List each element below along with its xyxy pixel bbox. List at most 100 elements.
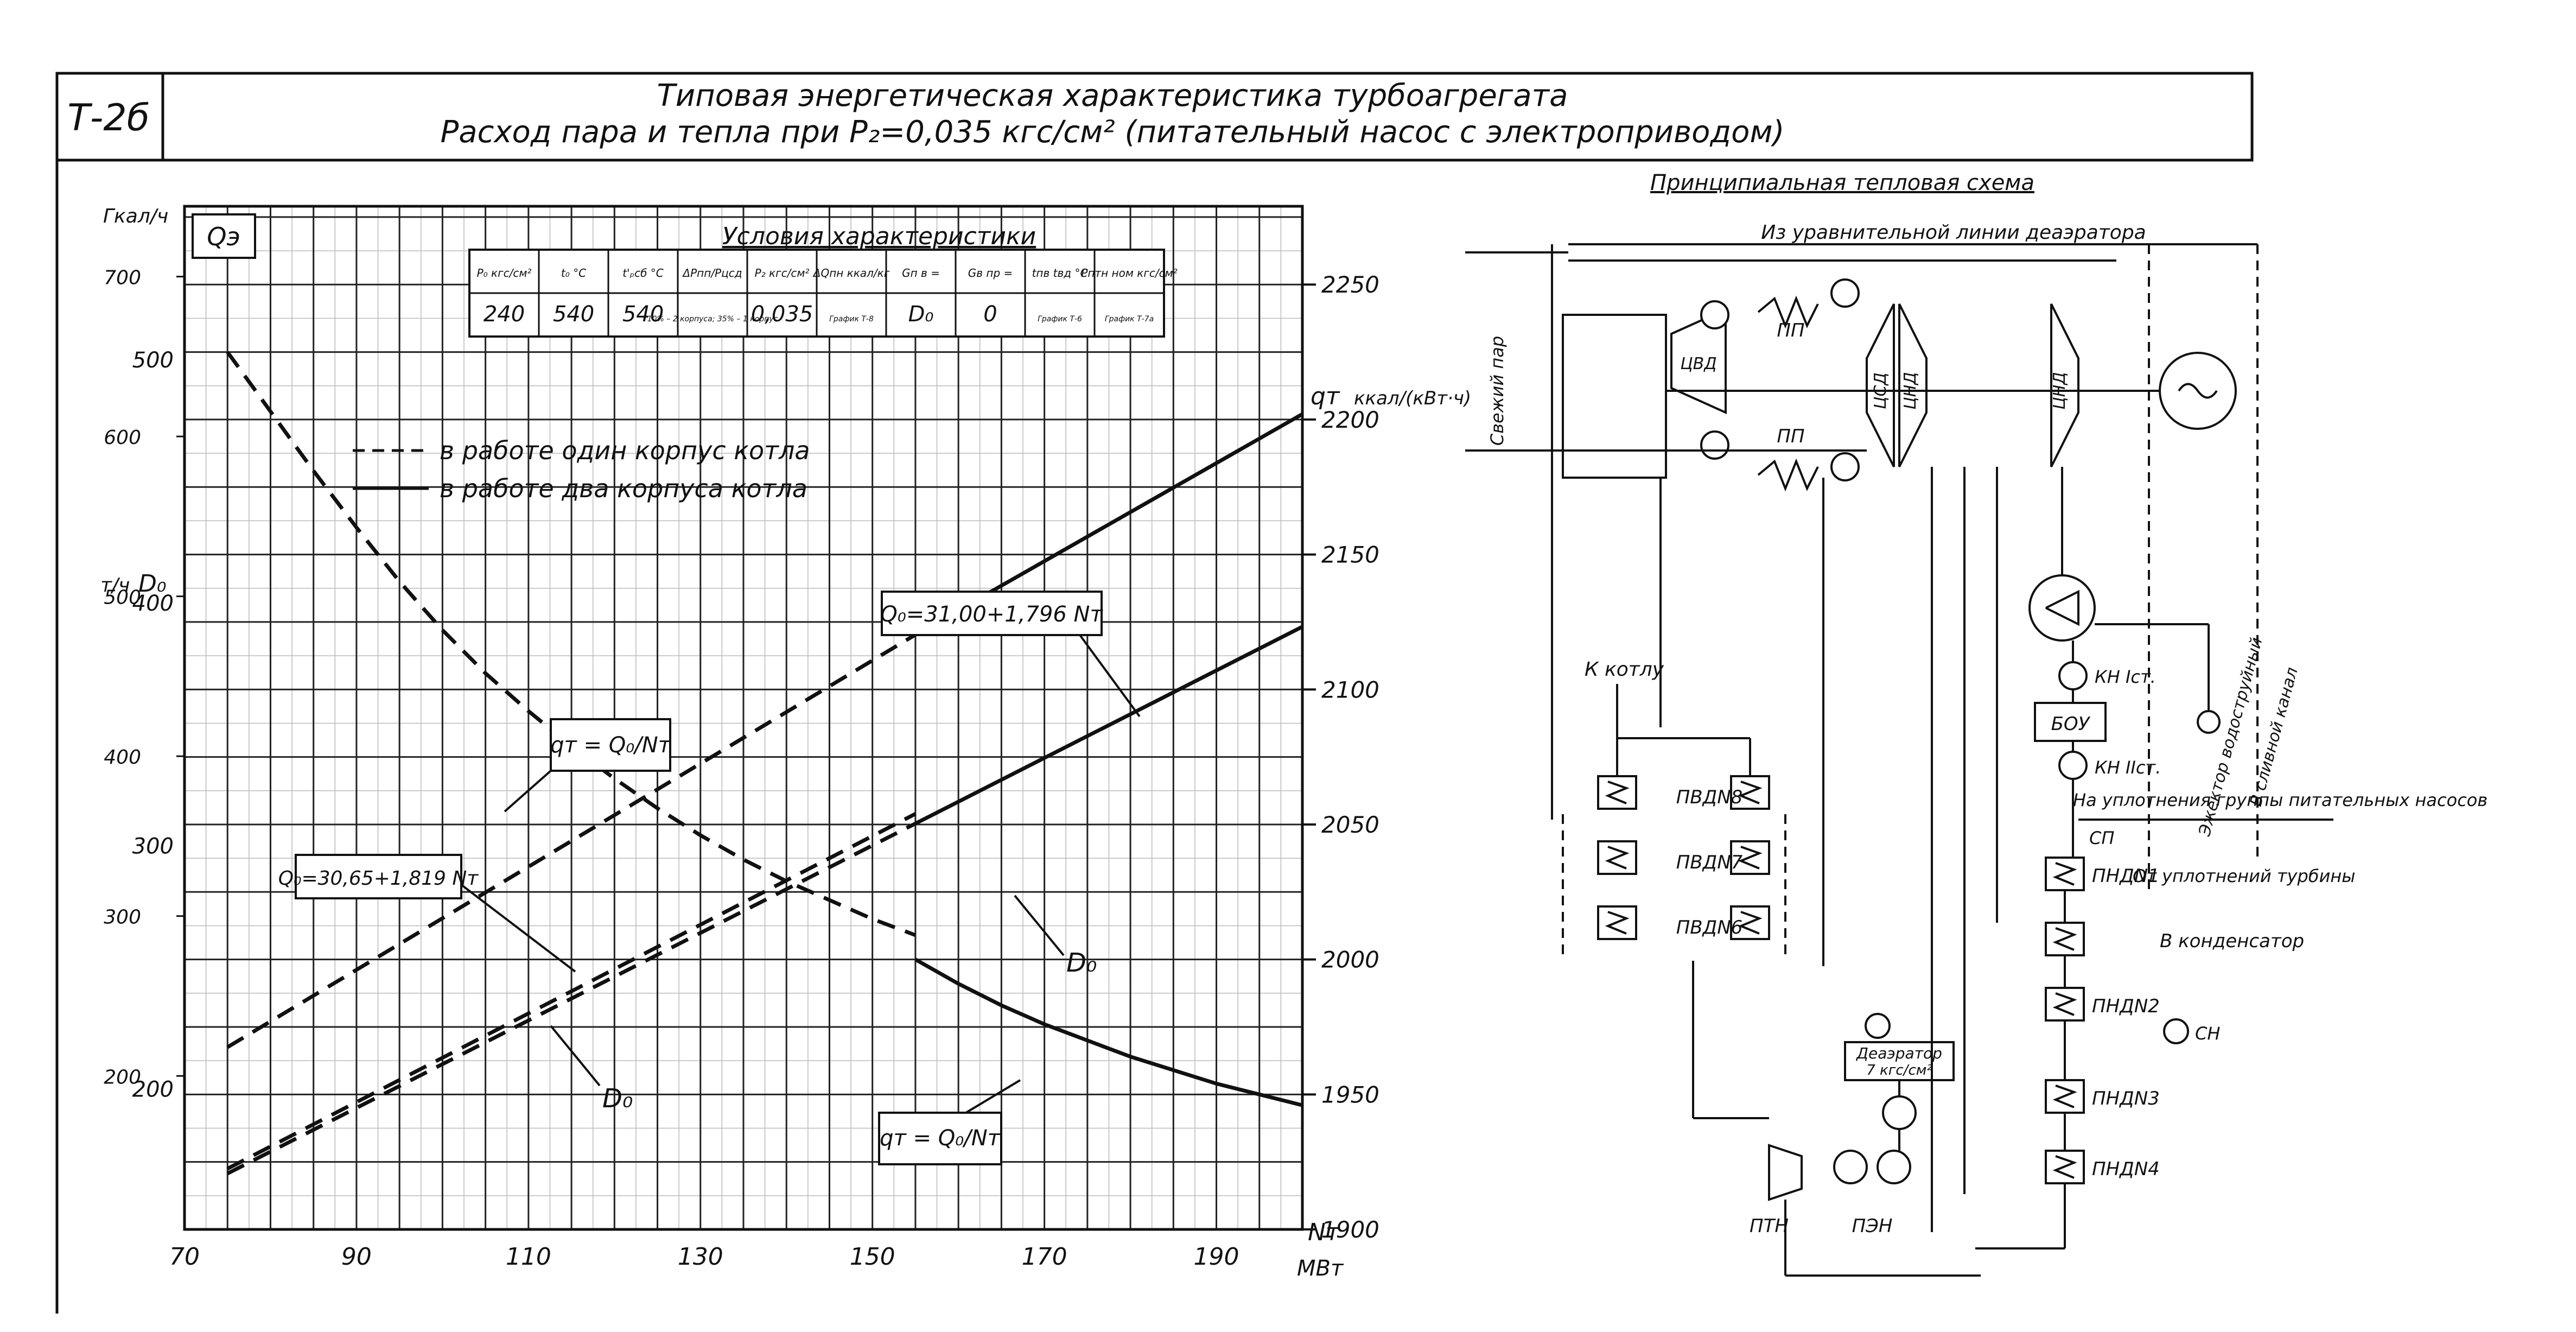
sp-label: СП — [2089, 828, 2114, 848]
conditions-value-cell: 240 — [484, 302, 525, 327]
q-eq-upper: Q₀=31,00+1,796 Nт — [880, 602, 1103, 627]
kn2-label: КН IIст. — [2095, 757, 2161, 778]
right-axis-unit: ккал/(кВт·ч) — [1354, 388, 1471, 409]
lp-heater-1 — [2045, 857, 2085, 891]
q-formula-top: qт = Q₀/Nт — [550, 733, 672, 758]
q-tick-label: 2250 — [1321, 271, 1379, 298]
legend-solid-label: в работе два корпуса котла — [440, 474, 807, 503]
sn-label: СН — [2195, 1023, 2220, 1044]
q-tick-label: 2100 — [1321, 676, 1379, 703]
q-formula-bottom-box — [878, 1112, 1002, 1165]
pvd6-label: ПВДN6 — [1676, 917, 1743, 938]
bou-box — [2034, 702, 2107, 742]
sheet-code: Т-2б — [67, 97, 149, 139]
left-unit-D: т/ч — [100, 574, 130, 597]
deaerator-pressure-label: 7 кгс/см² — [1866, 1062, 1932, 1079]
ejector-symbol — [2197, 710, 2221, 734]
conditions-header-cell: ΔPпп/Pцсд — [682, 267, 742, 280]
reheater-top-label: ПП — [1777, 320, 1804, 341]
qe-box — [192, 213, 256, 259]
plot-frame — [183, 205, 1304, 1231]
stop-valve-1 — [1700, 300, 1729, 329]
lp-heater-1-coil — [2052, 862, 2077, 886]
hp-heater-8-left-coil — [1605, 781, 1630, 804]
right-axis-label: qт — [1311, 383, 1340, 410]
series-line-Q — [226, 822, 917, 1176]
to-boiler-label: К котлу — [1585, 658, 1664, 681]
hp-heater-7-right-coil — [1738, 846, 1763, 870]
thermal-scheme: Принципиальная тепловая схема Из уравнит… — [1465, 170, 2488, 1277]
drain-label: В сливной канал — [2247, 665, 2302, 809]
pvd7-label: ПВДN7 — [1676, 852, 1743, 873]
hp-heater-7-left-coil — [1605, 846, 1630, 870]
q-formula-top-leader — [504, 770, 552, 813]
conditions-header-cell: ΔQпн ккал/кг — [812, 267, 890, 280]
turbine-feed-pump — [1768, 1144, 1803, 1201]
x-tick-label: 150 — [850, 1243, 895, 1271]
d0-lower-leader — [550, 1025, 601, 1087]
deaerator-label: Деаэратор — [1855, 1044, 1942, 1062]
pen-motor — [1833, 1150, 1868, 1184]
legend-dashed-label: в работе один корпус котла — [440, 436, 810, 465]
condenser — [2028, 574, 2096, 642]
q-formula-bottom-leader — [965, 1079, 1021, 1114]
conditions-value-cell: График Т-8 — [829, 315, 874, 324]
conditions-header-cell: P₀ кгс/см² — [477, 267, 532, 280]
fresh-steam-label: Свежий пар — [1487, 336, 1508, 446]
q-eq-lower: Q₀=30,65+1,819 Nт — [278, 867, 479, 890]
q-eq-lower-box — [295, 854, 462, 899]
qe-label: Qэ — [207, 222, 240, 251]
reheater-bottom-label: ПП — [1777, 426, 1804, 447]
q-formula-top-box — [550, 718, 671, 772]
sp-heater-coil — [2052, 927, 2077, 951]
Q-tick-label: 400 — [132, 591, 174, 616]
hp-heater-6-left-coil — [1605, 911, 1630, 935]
D-tick-label: 600 — [104, 427, 141, 449]
kn1-label: КН Iст. — [2095, 667, 2156, 687]
q-formula-bottom: qт = Q₀/Nт — [880, 1126, 1001, 1151]
hp-heater-8-right-coil — [1738, 781, 1763, 804]
conditions-value-cell: 0,035 — [751, 302, 813, 327]
x-tick-label: 130 — [678, 1243, 723, 1271]
hp-cylinder-label: ЦВД — [1680, 354, 1716, 373]
x-tick-label: 110 — [506, 1243, 551, 1271]
lp-heater-4-label: ПНДN4 — [2092, 1158, 2160, 1180]
q-tick-label: 1950 — [1321, 1081, 1379, 1108]
D-tick-label: 400 — [104, 746, 141, 769]
sheet-title-line1: Типовая энергетическая характеристика ту… — [657, 78, 1568, 113]
conditions-header-cell: t'ₚсб °C — [622, 267, 664, 280]
q-tick-label: 2050 — [1321, 811, 1379, 838]
deaerator-column — [1865, 1013, 1891, 1039]
D-tick-label: 200 — [104, 1066, 141, 1088]
feed-pump-motor — [1882, 1095, 1917, 1130]
bou-label: БОУ — [2051, 713, 2091, 735]
D-tick-label: 700 — [104, 267, 141, 289]
pvd8-label: ПВДN8 — [1676, 786, 1743, 808]
seals-pumps-label: На уплотнения группы питательных насосов — [2073, 790, 2488, 810]
q-eq-upper-box — [881, 591, 1103, 636]
series-line-Q — [914, 625, 1303, 826]
steam-header-box — [1562, 314, 1667, 479]
lp-heater-4-coil — [2052, 1155, 2077, 1179]
conditions-value-cell: D₀ — [908, 302, 934, 327]
series-line-Q — [226, 812, 917, 1171]
lp-heater-3-coil — [2052, 1084, 2077, 1108]
pen-pump — [1877, 1150, 1911, 1184]
conditions-value-cell: 540 — [622, 302, 664, 327]
header-frame — [55, 72, 2254, 162]
Q-tick-label: 500 — [132, 348, 174, 373]
D-tick-label: 500 — [104, 587, 141, 609]
conditions-header-cell: Gп в = — [902, 267, 940, 280]
conditions-value-cell: 540 — [553, 302, 594, 327]
D-tick-label: 300 — [104, 906, 141, 929]
conditions-header-cell: Pптн ном кгс/см² — [1081, 267, 1177, 280]
x-tick-label: 90 — [341, 1243, 372, 1271]
reheater-top — [1757, 295, 1819, 329]
conditions-value-cell: График Т-6 — [1038, 315, 1082, 324]
series-line-q — [914, 957, 1303, 1107]
lp-cylinder-2 — [2050, 303, 2079, 467]
d0-label-lower: D₀ — [602, 1083, 633, 1114]
